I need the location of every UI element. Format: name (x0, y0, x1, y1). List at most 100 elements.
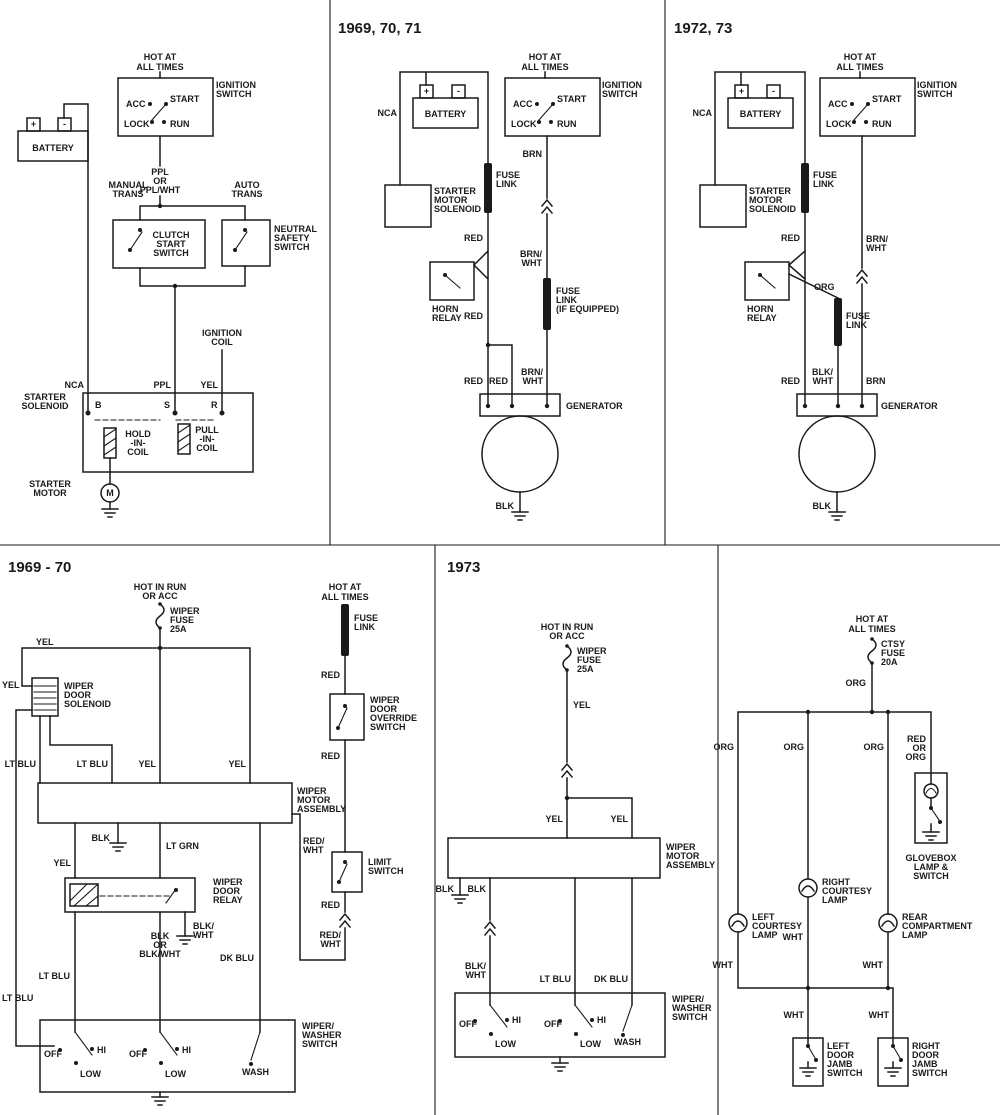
hot-feed-label: HOT IN RUN (134, 582, 187, 592)
branch-label: TRANS (232, 189, 263, 199)
component-label: RIGHT (822, 877, 851, 887)
wiper-washer-switch-box (454, 992, 666, 1058)
switch-position-label: LOCK (124, 119, 150, 129)
relay-hatch-lines (69, 883, 99, 907)
component-label: (IF EQUIPPED) (556, 304, 619, 314)
switch-position-label: LOW (165, 1069, 186, 1079)
wire-label: WHT (523, 376, 544, 386)
wire-label: WHT (303, 845, 324, 855)
component-label: IGNITION (216, 80, 256, 90)
terminal-label: - (772, 86, 775, 96)
wiring (459, 669, 633, 1064)
component-label: NEUTRAL (274, 224, 317, 234)
wire-label: DK BLU (220, 953, 254, 963)
switch-contacts (758, 102, 870, 289)
horn-relay-box (744, 261, 790, 301)
component-label: HORN (432, 304, 459, 314)
wire-label: YEL (545, 814, 563, 824)
branch-label: TRANS (113, 189, 144, 199)
component-label: ASSEMBLY (297, 804, 346, 814)
ground-icon (511, 511, 529, 521)
component-label: SWITCH (672, 1012, 708, 1022)
component-label: BATTERY (425, 109, 467, 119)
component-label: 25A (577, 664, 594, 674)
component-label: MOTOR (297, 795, 331, 805)
wire-label: BLK (436, 884, 455, 894)
component-label: DOOR (912, 1050, 940, 1060)
switch-position-label: ACC (513, 99, 533, 109)
hot-feed-label: HOT IN RUN (541, 622, 594, 632)
wire-label: YEL (200, 380, 218, 390)
switch-position-label: LOW (80, 1069, 101, 1079)
wire-label: RED (321, 751, 341, 761)
component-label: WASHER (672, 1003, 712, 1013)
component-label: MOTOR (666, 851, 700, 861)
component-label: BATTERY (32, 143, 74, 153)
panel-title: 1969, 70, 71 (338, 20, 421, 37)
wiper-door-relay-box (64, 877, 196, 913)
hot-feed-label: HOT AT (856, 614, 889, 624)
component-label: SWITCH (917, 89, 953, 99)
wire-label: LT BLU (5, 759, 36, 769)
component-label: OVERRIDE (370, 713, 417, 723)
component-label: WIPER (297, 786, 327, 796)
wire-label: OR (913, 743, 927, 753)
wire-label: BLK/ (812, 367, 833, 377)
fuse-link-bar (484, 163, 492, 213)
switch-position-label: HI (597, 1015, 606, 1025)
wire-label: BLK/WHT (139, 949, 181, 959)
component-label: SOLENOID (749, 204, 797, 214)
wire-label: LT BLU (39, 971, 70, 981)
switch-position-label: RUN (872, 119, 892, 129)
hold-in-coil-winding (103, 427, 117, 459)
switch-contacts (58, 704, 348, 1066)
component-label: START (156, 239, 186, 249)
solenoid-coil-lines (33, 685, 57, 711)
component-label: REAR (902, 912, 928, 922)
component-label: SWITCH (216, 89, 252, 99)
hot-feed-label: HOT AT (144, 52, 177, 62)
ground-icon (451, 894, 469, 904)
terminal-dots (485, 342, 550, 409)
component-label: LINK (846, 320, 867, 330)
ground-icon (176, 935, 194, 945)
component-label: JAMB (912, 1059, 938, 1069)
wire-label: LT GRN (166, 841, 199, 851)
fuse-icon (867, 636, 877, 666)
component-label: JAMB (827, 1059, 853, 1069)
lamp-icon (728, 913, 748, 933)
component-label: SOLENOID (21, 401, 69, 411)
switch-contacts (128, 102, 248, 252)
panel-courtesy-lamps: HOT AT ALL TIMES CTSY FUSE 20A ORG ORG O… (713, 614, 973, 1087)
switch-contacts (443, 102, 555, 289)
wire-label: ORG (905, 752, 926, 762)
hot-feed-label: ALL TIMES (321, 592, 368, 602)
ground-icon (551, 1062, 569, 1072)
wire-label: OR (153, 940, 167, 950)
wiring (714, 71, 863, 513)
component-label: MOTOR (33, 488, 67, 498)
wiper-washer-switch-box (39, 1019, 296, 1093)
fuse-link-bar (801, 163, 809, 213)
relay-coil-hatch (69, 883, 99, 907)
component-label: COIL (196, 443, 218, 453)
branch-label: AUTO (234, 180, 259, 190)
component-label: COMPARTMENT (902, 921, 973, 931)
battery-box (17, 130, 89, 162)
wire-label: LT BLU (2, 993, 33, 1003)
component-label: -IN- (131, 438, 146, 448)
switch-position-label: ACC (126, 99, 146, 109)
fuse-icon (155, 601, 165, 631)
component-label: LINK (556, 295, 577, 305)
component-label: FUSE (813, 170, 837, 180)
wiring (63, 71, 246, 510)
component-label: MOTOR (749, 195, 783, 205)
connector-icon (856, 269, 868, 284)
hot-feed-label: ALL TIMES (136, 62, 183, 72)
ignition-switch-box (819, 77, 916, 137)
wiper-motor-assembly-box (37, 782, 293, 824)
component-label: FUSE (496, 170, 520, 180)
terminal-dots (802, 403, 865, 409)
wire-label: WHT (863, 960, 884, 970)
switch-position-label: WASH (242, 1067, 269, 1077)
